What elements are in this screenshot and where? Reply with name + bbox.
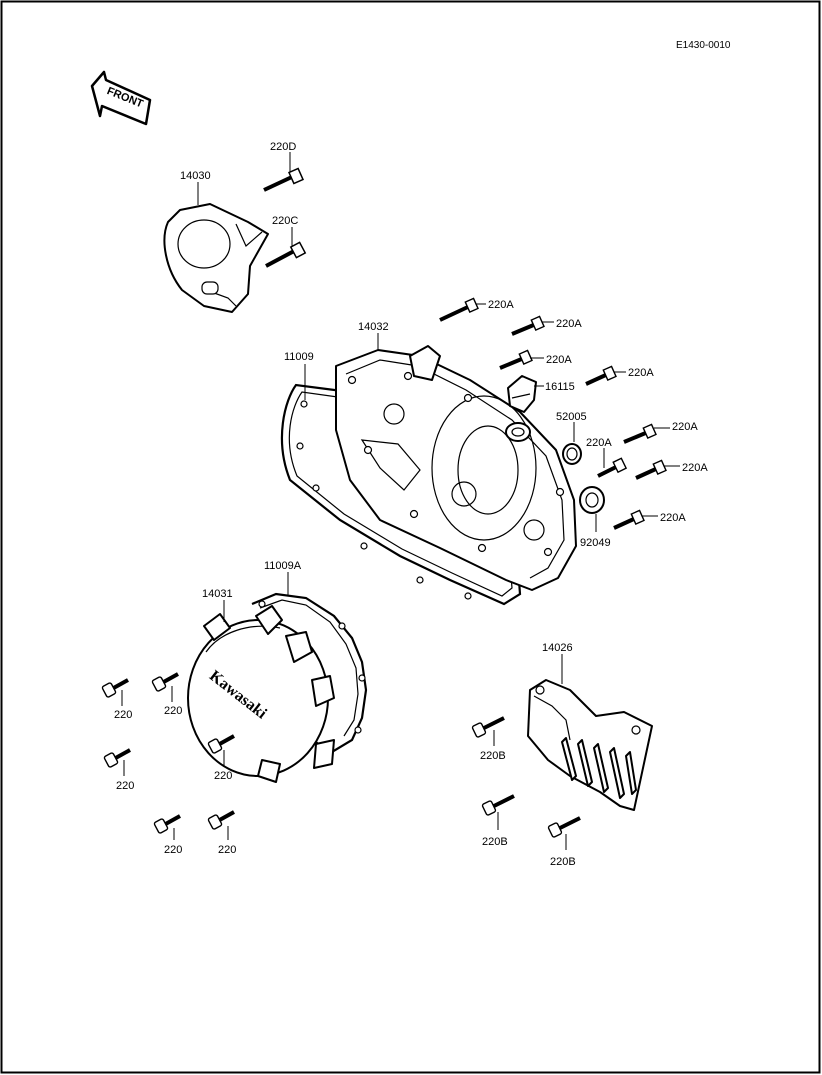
callout-220A-6: 220A: [586, 437, 612, 449]
callout-220-2: 220: [164, 705, 182, 717]
part-16115-filler-cap: [507, 375, 537, 413]
callout-220A-2: 220A: [556, 318, 582, 330]
bolt-220A-6: [597, 457, 628, 478]
diagram-code: E1430-0010: [676, 40, 731, 51]
callout-220-6: 220: [218, 844, 236, 856]
callout-52005: 52005: [556, 411, 587, 423]
bolt-220A-1: [439, 297, 479, 322]
callout-220-3: 220: [116, 780, 134, 792]
callout-220A-8: 220A: [660, 512, 686, 524]
screw-220B-1: [471, 716, 505, 738]
callout-220A-3: 220A: [546, 354, 572, 366]
screw-220-1: [101, 678, 129, 698]
screw-220B-2: [481, 794, 515, 816]
callout-220-5: 220: [164, 844, 182, 856]
callout-14032: 14032: [358, 321, 389, 333]
callout-220A-4: 220A: [628, 367, 654, 379]
callout-14030: 14030: [180, 170, 211, 182]
bolt-220A-5: [623, 423, 657, 444]
bolt-220A-2: [511, 315, 545, 336]
callout-14026: 14026: [542, 642, 573, 654]
bolt-220A-7: [635, 459, 667, 480]
bolt-220A-3: [499, 349, 533, 370]
callout-92049: 92049: [580, 537, 611, 549]
screw-220B-3: [547, 816, 581, 838]
callout-220B-1: 220B: [480, 750, 506, 762]
callout-220-4: 220: [214, 770, 232, 782]
screw-220-4: [207, 734, 235, 754]
callout-220C: 220C: [272, 215, 298, 227]
part-14026-sprocket-cover: [527, 679, 653, 811]
callout-11009: 11009: [284, 351, 314, 363]
bolt-220A-4: [585, 365, 617, 386]
part-92049-oil-seal: [579, 486, 605, 514]
callout-220B-2: 220B: [482, 836, 508, 848]
callout-220-1: 220: [114, 709, 132, 721]
callout-16115: 16115: [545, 381, 575, 393]
part-52005-bushing: [562, 443, 582, 465]
part-14030-guard: [163, 203, 269, 313]
callout-220D: 220D: [270, 141, 296, 153]
screw-220-3: [103, 748, 131, 768]
part-14031-generator-cover: Kawasaki: [187, 605, 335, 783]
bolt-220A-8: [613, 509, 645, 530]
part-14032-clutch-cover: [335, 345, 577, 591]
screw-220-6: [207, 810, 235, 830]
callout-220A-1: 220A: [488, 299, 514, 311]
callout-220A-7: 220A: [682, 462, 708, 474]
callout-11009A: 11009A: [264, 560, 302, 572]
callout-220B-3: 220B: [550, 856, 576, 868]
bolt-220D: [263, 167, 304, 192]
screw-220-5: [153, 814, 181, 834]
callout-14031: 14031: [202, 588, 233, 600]
callout-220A-5: 220A: [672, 421, 698, 433]
bolt-220C: [265, 241, 307, 268]
screw-220-2: [151, 672, 179, 692]
front-arrow-icon: FRONT: [90, 70, 152, 126]
